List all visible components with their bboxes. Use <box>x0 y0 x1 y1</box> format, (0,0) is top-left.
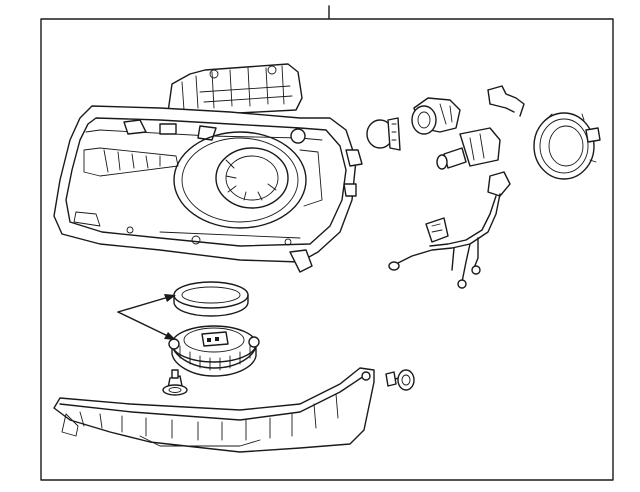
mounting-bolt[interactable] <box>386 370 414 390</box>
bulb[interactable] <box>367 118 400 150</box>
wiring-harness[interactable] <box>389 172 510 288</box>
diagram-frame <box>41 19 613 480</box>
retaining-spring[interactable] <box>488 86 524 116</box>
hid-bulb[interactable] <box>437 128 500 169</box>
lamp-bracket[interactable] <box>54 368 374 452</box>
callout-arrows <box>118 294 176 340</box>
igniter[interactable] <box>169 326 259 376</box>
headlamp-assembly[interactable] <box>54 64 362 272</box>
mounting-screw[interactable] <box>163 370 187 395</box>
bulb-socket[interactable] <box>412 98 460 134</box>
seal-ring[interactable] <box>174 282 248 316</box>
dust-cap[interactable] <box>534 113 600 179</box>
